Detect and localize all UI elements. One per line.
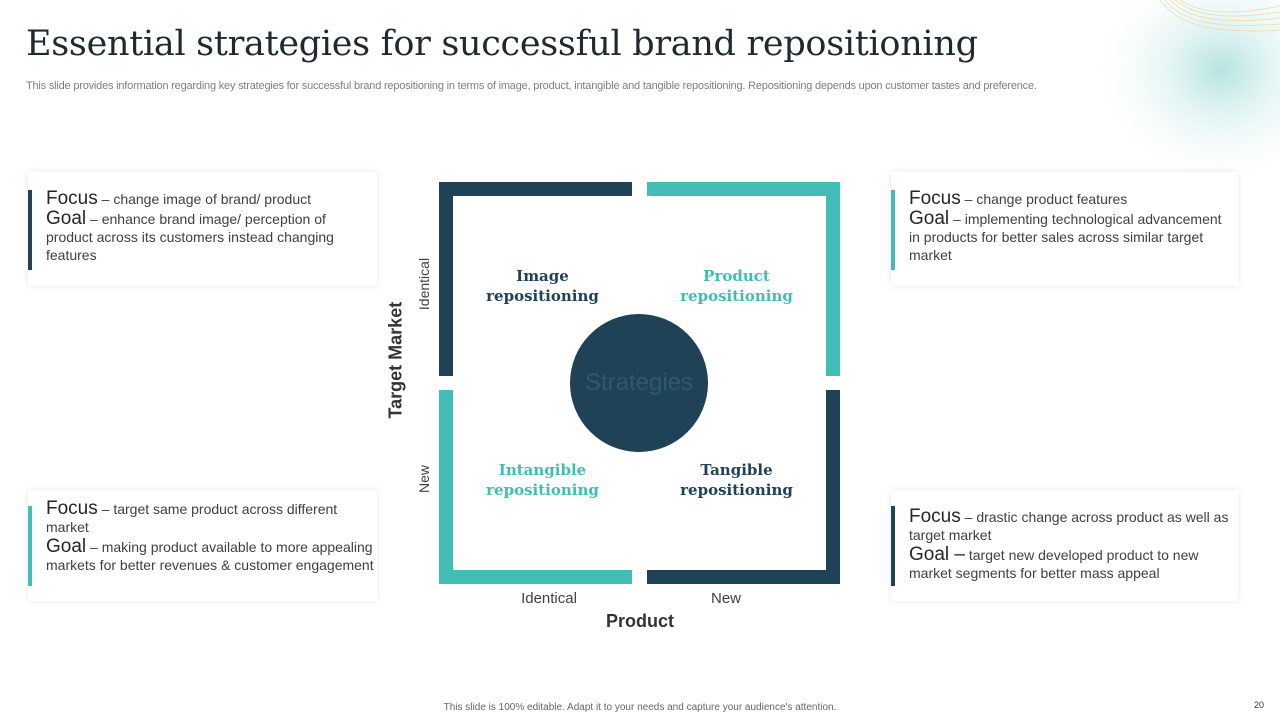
card-image-repositioning: Focus – change image of brand/ product G… bbox=[28, 172, 377, 286]
focus-label: Focus bbox=[46, 188, 98, 209]
card-accent-bar bbox=[891, 190, 895, 270]
card-accent-bar bbox=[891, 506, 895, 586]
y-axis-title: Target Market bbox=[385, 301, 406, 419]
goal-label: Goal bbox=[46, 536, 87, 557]
focus-label: Focus bbox=[909, 506, 961, 527]
decorative-wave-graphic bbox=[1100, 0, 1280, 180]
goal-label: Goal bbox=[909, 208, 950, 229]
footer-note: This slide is 100% editable. Adapt it to… bbox=[443, 702, 837, 713]
quadrant-label: Tangible repositioning bbox=[680, 461, 793, 499]
quadrant-label: Product repositioning bbox=[680, 267, 793, 305]
focus-text: – target same product across different m… bbox=[46, 501, 338, 535]
card-accent-bar bbox=[28, 506, 32, 586]
y-axis-bottom-label: New bbox=[416, 465, 432, 494]
goal-label: Goal – bbox=[909, 544, 965, 565]
goal-text: – enhance brand image/ perception of pro… bbox=[46, 211, 334, 263]
page-subtitle: This slide provides information regardin… bbox=[26, 80, 1037, 92]
goal-label: Goal bbox=[46, 208, 87, 229]
center-label: Strategies bbox=[584, 369, 694, 396]
focus-label: Focus bbox=[46, 498, 98, 519]
goal-text: target new developed product to new mark… bbox=[909, 547, 1199, 581]
card-intangible-repositioning: Focus – target same product across diffe… bbox=[28, 490, 377, 601]
page-title: Essential strategies for successful bran… bbox=[26, 24, 978, 64]
x-axis-right-label: New bbox=[710, 590, 741, 607]
card-accent-bar bbox=[28, 190, 32, 270]
focus-text: – change image of brand/ product bbox=[97, 191, 312, 207]
x-axis-left-label: Identical bbox=[521, 590, 577, 607]
goal-text: – making product available to more appea… bbox=[46, 539, 374, 573]
quadrant-label: Image repositioning bbox=[486, 267, 599, 305]
page-number: 20 bbox=[1253, 700, 1264, 710]
center-circle: Strategies bbox=[570, 314, 708, 452]
focus-text: – change product features bbox=[960, 191, 1128, 207]
goal-text: – implementing technological advancement… bbox=[909, 211, 1222, 263]
card-tangible-repositioning: Focus – drastic change across product as… bbox=[891, 490, 1238, 601]
quadrant-product-repositioning: Product repositioning bbox=[647, 182, 840, 376]
card-product-repositioning: Focus – change product features Goal – i… bbox=[891, 172, 1238, 286]
x-axis-title: Product bbox=[605, 611, 674, 631]
y-axis-top-label: Identical bbox=[416, 257, 432, 311]
quadrant-label: Intangible repositioning bbox=[486, 461, 599, 499]
focus-text: – drastic change across product as well … bbox=[909, 509, 1229, 543]
focus-label: Focus bbox=[909, 188, 961, 209]
